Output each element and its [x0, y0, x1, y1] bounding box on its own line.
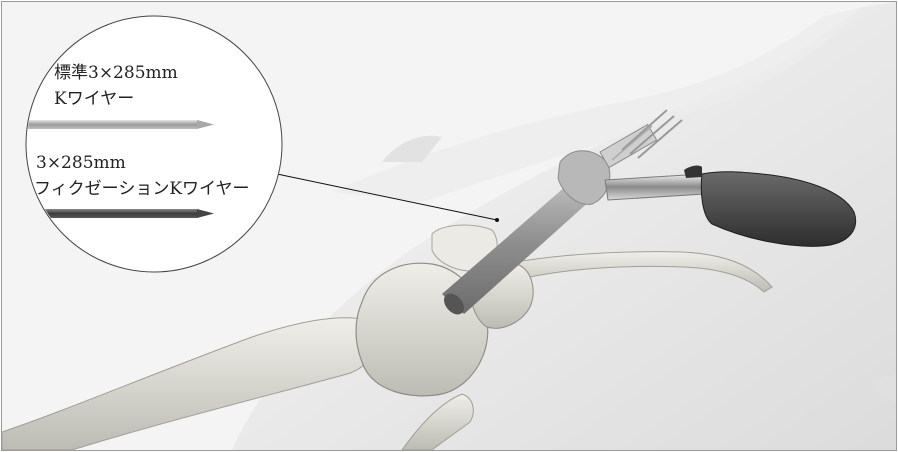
callout-circle [22, 16, 282, 272]
standard-wire-type-label: Kワイヤー [54, 88, 134, 111]
standard-wire-size-label: 標準3×285mm [54, 62, 178, 85]
callout-leader-dot [495, 218, 499, 222]
fixation-wire-size-label: 3×285mm [36, 152, 126, 175]
standard-k-wire [22, 120, 197, 129]
fixation-wire-type-label: フィクゼーションKワイヤー [34, 178, 250, 201]
